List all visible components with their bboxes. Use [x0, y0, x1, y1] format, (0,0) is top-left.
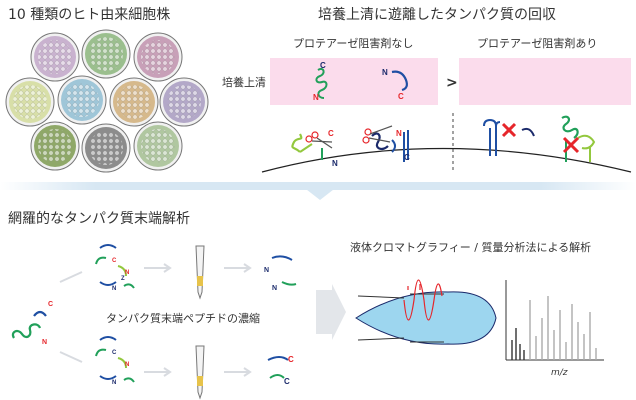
dish-cells [65, 83, 99, 117]
flow-arrow-lower-2 [144, 367, 172, 377]
dish-cells [141, 129, 175, 163]
fragment-1-n-term: N [313, 93, 319, 102]
flow-arrow-lower-1 [59, 351, 83, 363]
svg-text:N: N [272, 285, 277, 292]
svg-text:C: C [112, 350, 117, 356]
pipette-tip-icon-lower [195, 345, 205, 400]
free-fragment-2 [391, 70, 408, 92]
input-n-term: N [42, 339, 47, 346]
cell-culture-dishes [5, 29, 209, 173]
dish-cells [89, 131, 123, 165]
spectrum-peaks [511, 296, 597, 360]
dish-cells [13, 85, 47, 119]
svg-text:N: N [264, 267, 269, 274]
flow-arrow-lower-3 [224, 367, 252, 377]
svg-text:Z: Z [121, 276, 125, 282]
input-c-term: C [48, 301, 53, 308]
svg-text:N: N [112, 380, 116, 386]
fragment-1-c-term: C [320, 61, 326, 70]
enriched-n-terminal-peptides: N N [264, 255, 297, 292]
input-protein [11, 310, 47, 339]
membrane-protein-left-1 [291, 133, 323, 160]
terminomics-title: 網羅的なタンパク質末端解析 [8, 211, 190, 227]
svg-text:C: C [288, 355, 294, 364]
no-inhibitor-label: プロテアーゼ阻害剤なし [293, 37, 414, 50]
with-inhibitor-label: プロテアーゼ阻害剤あり [477, 37, 598, 50]
dish-cells [38, 129, 72, 163]
flow-arrow-upper-2 [144, 263, 172, 273]
svg-text:N: N [112, 286, 116, 292]
lcms-title: 液体クロマトグラフィー / 質量分析法による解析 [350, 241, 592, 254]
process-arrow-icon [316, 284, 346, 340]
fragment-2-c-term: C [398, 92, 404, 101]
flow-arrow-upper-3 [224, 263, 252, 273]
inhibited-cut-icon-2 [562, 136, 580, 154]
dish-cells [89, 37, 123, 71]
dish-cells [117, 85, 151, 119]
digest-fragments-lower: C N N [95, 336, 135, 386]
left-2-n-term: N [396, 129, 402, 138]
dish-cells [141, 40, 175, 74]
lc-column-illustration [355, 279, 497, 345]
enrichment-label: タンパク質末端ペプチドの濃縮 [106, 312, 260, 325]
flow-arrow-upper-1 [59, 271, 83, 283]
dish-cells [38, 40, 72, 74]
supernatant-row-label: 培養上清 [222, 76, 266, 89]
pipette-tip-icon-upper [195, 245, 205, 300]
comparison-symbol: > [446, 75, 458, 91]
fragment-2-n-term: N [382, 68, 388, 77]
supernatant-collection-title: 培養上清に遊離したタンパク質の回収 [318, 7, 556, 23]
scissors-icon-left-2 [362, 125, 393, 144]
membrane-protein-left-2 [371, 130, 409, 162]
svg-text:N: N [125, 362, 129, 368]
supernatant-band-no-inhibitor [270, 58, 438, 105]
inhibited-cut-icon-1 [501, 122, 535, 138]
left-1-n-term: N [332, 159, 338, 168]
enriched-c-terminal-peptides: C C [267, 355, 294, 386]
mass-spectrum [505, 280, 604, 361]
membrane-protein-right-1 [483, 118, 501, 156]
supernatant-band-with-inhibitor [459, 58, 631, 105]
down-arrow-icon [302, 186, 338, 200]
scissors-icon-left-1 [305, 131, 333, 149]
dish-cells [167, 85, 201, 119]
cell-lines-title: 10 種類のヒト由来細胞株 [8, 7, 171, 23]
digest-fragments-upper: C N N Z [95, 244, 135, 292]
left-2-c-term: C [404, 153, 410, 162]
svg-text:C: C [112, 258, 117, 264]
svg-text:C: C [284, 377, 290, 386]
left-1-c-term: C [328, 129, 334, 138]
free-fragment-1 [315, 67, 328, 99]
mz-axis-label: m/z [551, 368, 568, 378]
cell-membrane [261, 147, 632, 173]
svg-text:N: N [125, 270, 129, 276]
